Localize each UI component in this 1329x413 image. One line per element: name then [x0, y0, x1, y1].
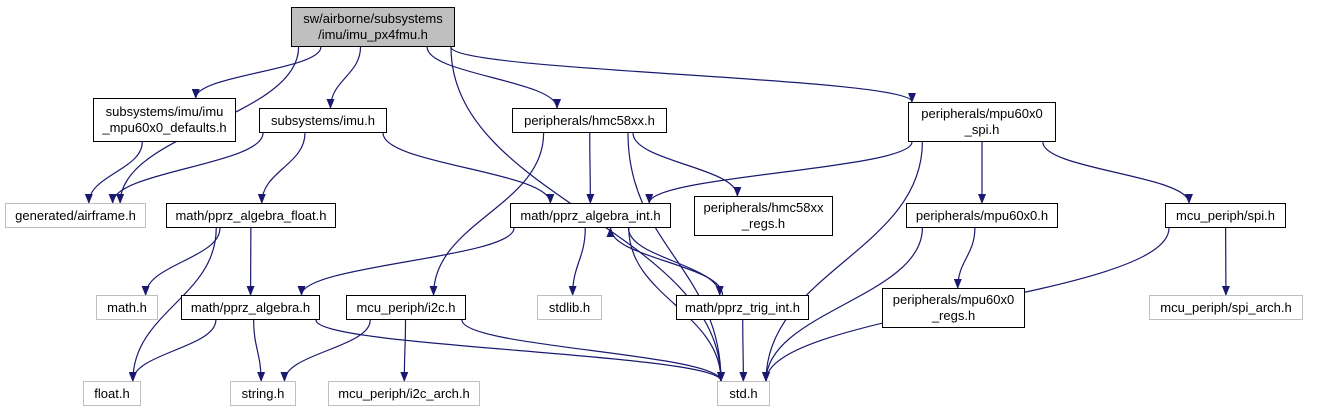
node-hmc58xx-regs-h[interactable]: peripherals/hmc58xx _regs.h — [694, 196, 833, 236]
edge-hmc58xx-to-hmc_regs — [632, 132, 742, 197]
edge-imu_h-to-alg_int — [382, 132, 555, 204]
edge-i2c_h-to-std_h — [461, 319, 725, 382]
node-pprz-algebra-h[interactable]: math/pprz_algebra.h — [181, 295, 320, 320]
edge-trig_int-to-alg_int — [606, 227, 724, 296]
node-generated-airframe-h[interactable]: generated/airframe.h — [5, 203, 146, 228]
edge-hmc58xx-to-std_h — [627, 132, 725, 382]
edge-root-to-imu_h — [326, 46, 362, 109]
node-hmc58xx-h[interactable]: peripherals/hmc58xx.h — [512, 108, 667, 133]
node-std-h[interactable]: std.h — [717, 381, 770, 406]
edge-alg_int-to-stdlib — [568, 227, 586, 296]
edge-root-to-mpu_spi — [450, 46, 916, 103]
edge-i2c_h-to-i2c_arch — [400, 319, 409, 382]
edge-i2c_h-to-string_h — [280, 319, 371, 382]
node-mpu60x0-spi-h[interactable]: peripherals/mpu60x0 _spi.h — [908, 102, 1056, 142]
node-math-h[interactable]: math.h — [96, 295, 158, 320]
node-stdlib-h[interactable]: stdlib.h — [537, 295, 602, 320]
edge-alg_int-to-alg — [297, 227, 515, 296]
node-subsystems-imu-h[interactable]: subsystems/imu.h — [259, 108, 387, 133]
node-mcu-periph-spi-arch-h[interactable]: mcu_periph/spi_arch.h — [1149, 295, 1303, 320]
node-mcu-periph-spi-h[interactable]: mcu_periph/spi.h — [1165, 203, 1286, 228]
edge-root-to-hmc58xx — [426, 46, 561, 109]
node-imu-px4fmu-h[interactable]: sw/airborne/subsystems /imu/imu_px4fmu.h — [291, 7, 455, 47]
node-mcu-periph-i2c-arch-h[interactable]: mcu_periph/i2c_arch.h — [328, 381, 480, 406]
edge-mpu60x0-to-std_h — [762, 227, 923, 382]
edge-alg_float-to-math_h — [141, 227, 221, 296]
edge-mpu_spi-to-spi_h — [1042, 141, 1193, 204]
edge-alg_float-to-float_h — [128, 227, 217, 382]
edge-hmc58xx-to-alg_int — [586, 132, 595, 204]
edge-root-to-imu_defaults — [191, 46, 322, 99]
edge-trig_int-to-std_h — [739, 319, 748, 382]
node-float-h[interactable]: float.h — [83, 381, 141, 406]
edge-mpu60x0-to-mpu_regs — [953, 227, 976, 289]
node-string-h[interactable]: string.h — [230, 381, 296, 406]
node-pprz-trig-int-h[interactable]: math/pprz_trig_int.h — [676, 295, 809, 320]
edge-mpu_spi-to-std_h — [762, 141, 923, 382]
node-pprz-algebra-int-h[interactable]: math/pprz_algebra_int.h — [510, 203, 671, 228]
edge-alg_int-to-std_h — [628, 227, 725, 382]
edge-alg-to-string_h — [253, 319, 266, 382]
edge-alg-to-std_h — [315, 319, 725, 382]
edge-imu_h-to-alg_float — [257, 132, 306, 204]
node-pprz-algebra-float-h[interactable]: math/pprz_algebra_float.h — [166, 203, 336, 228]
edge-mpu_spi-to-alg_int — [645, 141, 913, 204]
edge-alg-to-float_h — [128, 319, 217, 382]
edge-hmc58xx-to-i2c_h — [429, 132, 545, 296]
node-mpu60x0-h[interactable]: peripherals/mpu60x0.h — [906, 203, 1058, 228]
edge-imu_defaults-to-airframe — [84, 141, 143, 204]
edge-imu_h-to-airframe — [108, 132, 264, 204]
node-mcu-periph-i2c-h[interactable]: mcu_periph/i2c.h — [346, 295, 466, 320]
node-mpu60x0-regs-h[interactable]: peripherals/mpu60x0 _regs.h — [882, 288, 1025, 328]
edge-alg_int-to-trig_int — [627, 227, 724, 296]
node-imu-mpu60x0-defaults-h[interactable]: subsystems/imu/imu _mpu60x0_defaults.h — [93, 98, 236, 142]
